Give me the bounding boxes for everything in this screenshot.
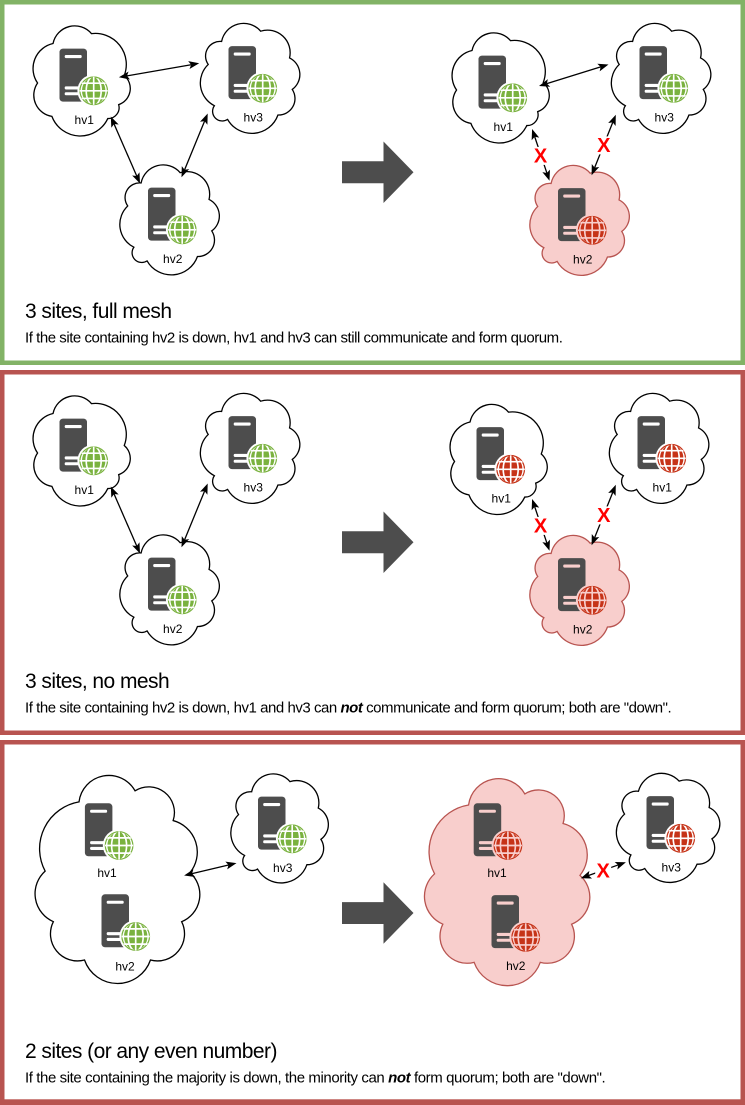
svg-text:3 sites, no mesh: 3 sites, no mesh bbox=[25, 670, 169, 693]
svg-text:hv2: hv2 bbox=[506, 959, 526, 973]
svg-text:hv2: hv2 bbox=[115, 959, 135, 973]
svg-text:hv3: hv3 bbox=[655, 111, 675, 125]
svg-text:If the site containing hv2 is: If the site containing hv2 is down, hv1 … bbox=[25, 699, 671, 716]
svg-text:X: X bbox=[534, 146, 548, 168]
svg-text:hv1: hv1 bbox=[75, 113, 95, 127]
svg-text:hv1: hv1 bbox=[653, 481, 673, 495]
svg-text:X: X bbox=[597, 135, 611, 157]
svg-text:If the site containing the maj: If the site containing the majority is d… bbox=[25, 1069, 605, 1086]
svg-text:If the site containing hv2 is: If the site containing hv2 is down, hv1 … bbox=[25, 329, 562, 346]
svg-text:X: X bbox=[534, 516, 548, 538]
svg-text:hv1: hv1 bbox=[492, 492, 512, 506]
svg-text:3 sites, full mesh: 3 sites, full mesh bbox=[25, 300, 172, 323]
svg-text:hv1: hv1 bbox=[75, 483, 95, 497]
svg-text:hv1: hv1 bbox=[494, 120, 514, 134]
svg-text:2 sites (or any even number): 2 sites (or any even number) bbox=[25, 1040, 277, 1063]
svg-text:hv1: hv1 bbox=[487, 866, 507, 880]
svg-text:hv3: hv3 bbox=[244, 111, 264, 125]
svg-text:X: X bbox=[597, 505, 611, 527]
svg-text:hv3: hv3 bbox=[273, 861, 293, 875]
svg-text:hv1: hv1 bbox=[97, 866, 117, 880]
svg-text:hv2: hv2 bbox=[573, 623, 593, 637]
svg-text:hv3: hv3 bbox=[662, 860, 682, 874]
svg-text:hv2: hv2 bbox=[573, 253, 593, 267]
svg-text:hv3: hv3 bbox=[244, 481, 264, 495]
svg-text:hv2: hv2 bbox=[163, 252, 183, 266]
svg-text:X: X bbox=[597, 860, 611, 882]
svg-text:hv2: hv2 bbox=[163, 622, 183, 636]
